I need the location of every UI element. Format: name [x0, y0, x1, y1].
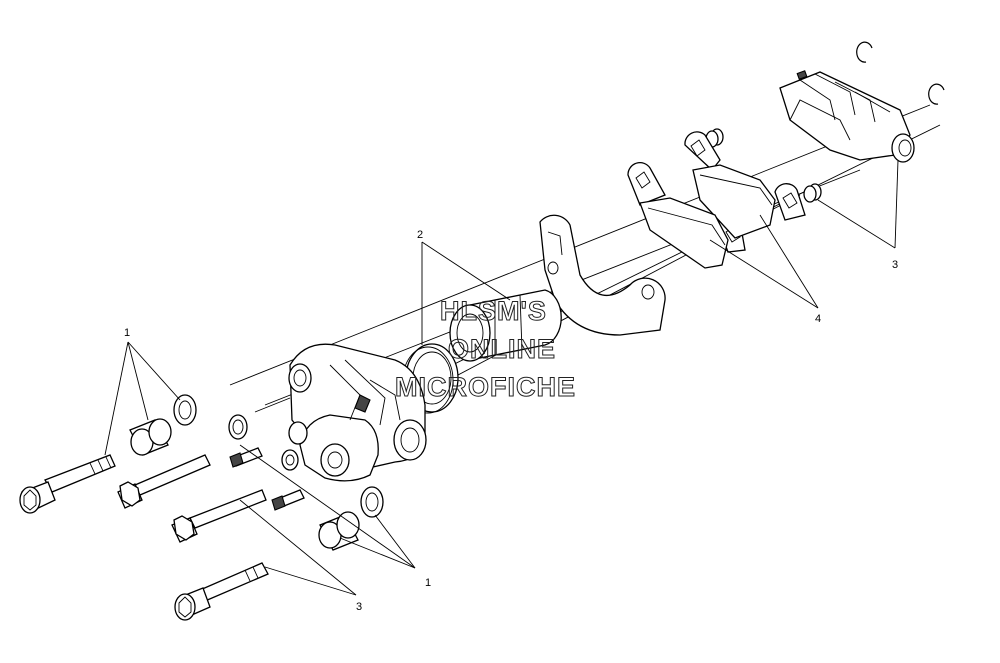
watermark-line-3: MICROFICHE	[395, 372, 576, 402]
callout-1-upper: 1	[124, 327, 130, 339]
callout-2: 2	[417, 229, 423, 241]
bolt-upper-left	[44, 454, 116, 493]
bolt-hex-upper	[134, 454, 211, 496]
callout-3-right: 3	[892, 259, 898, 271]
caliper-bracket	[779, 70, 915, 163]
brake-pad-inner	[639, 197, 729, 269]
watermark: HLSM'S ONLINE MICROFICHE	[395, 296, 576, 403]
caliper-body	[288, 343, 427, 482]
bolt-hex-lower	[189, 489, 267, 529]
sealing-washer-lower	[360, 486, 384, 518]
watermark-line-1: HLSM'S	[440, 296, 547, 326]
retaining-clip-upper	[856, 41, 873, 63]
washers	[173, 394, 384, 518]
watermark-line-2: ONLINE	[448, 334, 556, 364]
retaining-clips	[856, 41, 945, 105]
caliper-mount-arm	[539, 214, 666, 336]
callout-3-lower: 3	[356, 601, 362, 613]
bleeder-valves	[229, 447, 305, 511]
caliper-bolts	[19, 454, 269, 621]
bolt-bottom	[199, 562, 269, 602]
sealing-washer-upper	[173, 394, 197, 426]
retaining-clip-lower	[928, 83, 945, 105]
leader-lines	[104, 159, 899, 596]
brake-pad-outer	[692, 164, 776, 239]
callout-1-lower: 1	[425, 577, 431, 589]
caliper-piston	[469, 289, 562, 361]
callout-4: 4	[815, 313, 821, 325]
brake-pads	[639, 164, 776, 269]
